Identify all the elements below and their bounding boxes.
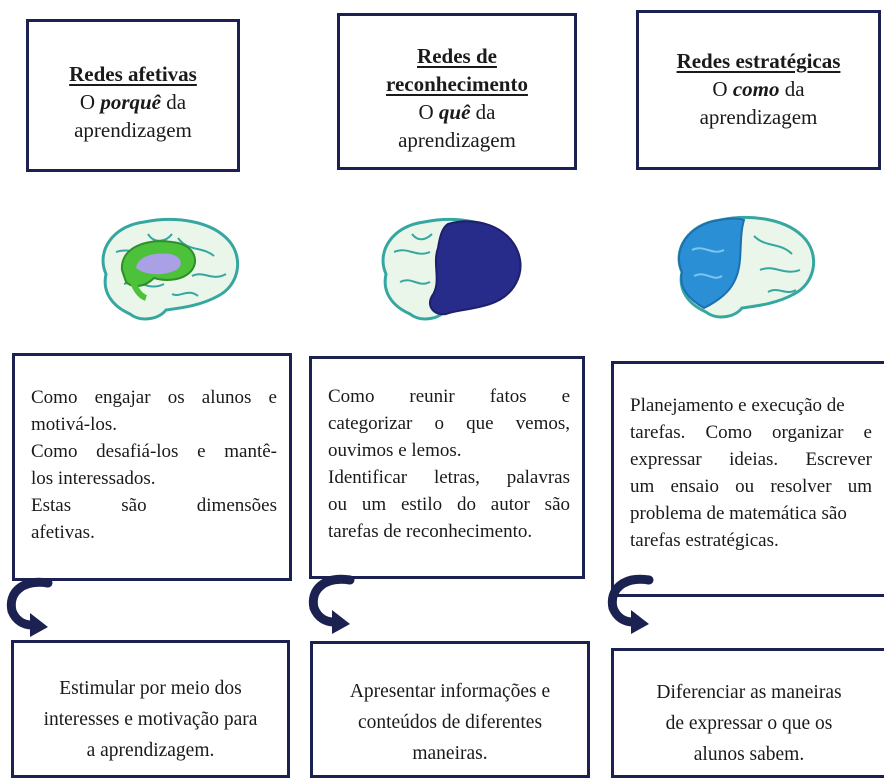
description-line: tarefas. Como organizar e <box>630 422 872 443</box>
description-line: Como desafiá-los e mantê- <box>31 441 277 462</box>
description-box-afetivas: Como engajar os alunos e motivá-los. Com… <box>12 353 292 581</box>
curved-arrow-icon <box>607 574 654 634</box>
outcome-line: Apresentar informações e <box>349 681 551 702</box>
header-subtitle-line2: aprendizagem <box>398 128 516 152</box>
header-subtitle: O como da <box>712 77 805 101</box>
description-line: Identificar letras, palavras <box>328 467 570 488</box>
header-subtitle-line2: aprendizagem <box>699 105 818 129</box>
header-subtitle: O quê da <box>418 100 496 124</box>
outcome-line: Diferenciar as maneiras <box>656 682 842 703</box>
outcome-line: interesses e motivação para <box>43 709 258 730</box>
description-line: tarefas de reconhecimento. <box>328 521 533 542</box>
outcome-line: de expressar o que os <box>665 713 833 734</box>
description-line: ou um estilo do autor são <box>328 494 570 515</box>
outcome-line: a aprendizagem. <box>86 740 215 761</box>
header-box-afetivas: Redes afetivas O porquê da aprendizagem <box>26 19 240 172</box>
outcome-line: conteúdos de diferentes <box>357 712 543 733</box>
brain-icon <box>101 218 240 321</box>
description-box-estrategicas: Planejamento e execução de tarefas. Como… <box>611 361 884 597</box>
curved-arrow-icon <box>6 577 53 637</box>
header-title-line1: Redes de <box>417 44 497 68</box>
description-box-reconhecimento: Como reunir fatos e categorizar o que ve… <box>309 356 585 579</box>
description-line: ouvimos e lemos. <box>328 440 462 461</box>
description-line: problema de matemática são <box>630 503 847 524</box>
description-line: Planejamento e execução de <box>630 395 845 416</box>
outcome-line: maneiras. <box>412 743 488 764</box>
header-subtitle-line2: aprendizagem <box>74 118 192 142</box>
brain-icon <box>381 218 522 321</box>
header-box-estrategicas: Redes estratégicas O como da aprendizage… <box>636 10 881 170</box>
outcome-box-estrategicas: Diferenciar as maneiras de expressar o q… <box>611 648 884 778</box>
description-line: Como reunir fatos e <box>328 386 570 407</box>
curved-arrow-icon <box>308 574 355 634</box>
description-line: Como engajar os alunos e <box>31 387 277 408</box>
description-line: um ensaio ou resolver um <box>630 476 872 497</box>
description-line: afetivas. <box>31 522 95 543</box>
header-box-reconhecimento: Redes de reconhecimento O quê da aprendi… <box>337 13 577 170</box>
description-line: tarefas estratégicas. <box>630 530 779 551</box>
outcome-box-afetivas: Estimular por meio dos interesses e moti… <box>11 640 290 778</box>
outcome-line: Estimular por meio dos <box>59 678 242 699</box>
description-line: los interessados. <box>31 468 156 489</box>
header-title: Redes afetivas <box>69 62 197 86</box>
header-subtitle: O porquê da <box>79 90 187 114</box>
description-line: expressar ideias. Escrever <box>630 449 872 470</box>
brain-icon <box>677 216 816 319</box>
description-line: Estas são dimensões <box>31 495 277 516</box>
description-line: categorizar o que vemos, <box>328 413 570 434</box>
header-title-line2: reconhecimento <box>386 72 528 96</box>
outcome-line: alunos sabem. <box>693 744 805 765</box>
description-line: motivá-los. <box>31 414 118 435</box>
header-title: Redes estratégicas <box>676 49 841 73</box>
outcome-box-reconhecimento: Apresentar informações e conteúdos de di… <box>310 641 590 778</box>
